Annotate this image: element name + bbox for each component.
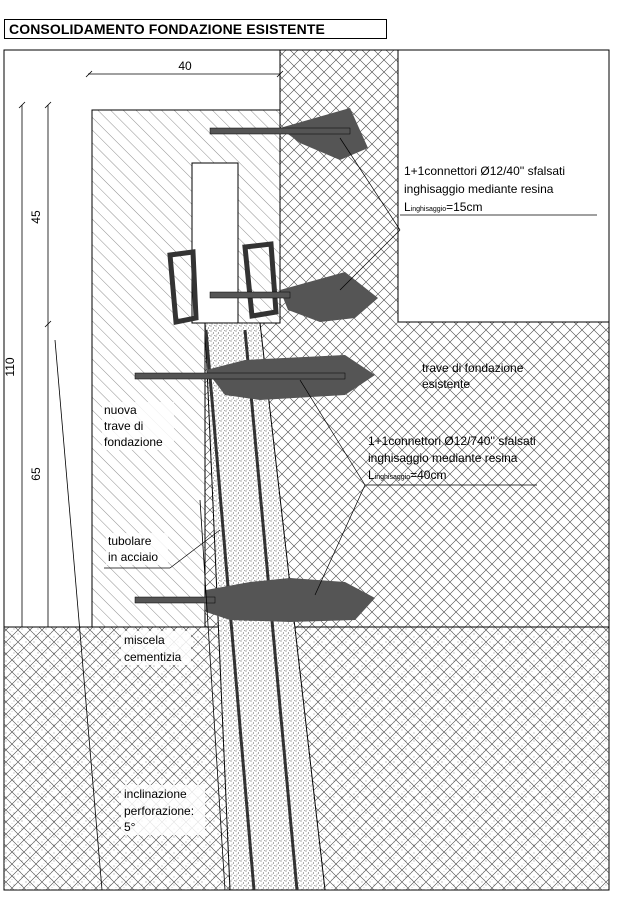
leader-lower-a xyxy=(299,379,366,486)
miscela-line2: cementizia xyxy=(124,650,182,664)
dimension-110 xyxy=(18,101,26,627)
bracket-left xyxy=(167,249,199,325)
connettori-upper-line3: Linghisaggio=15cm xyxy=(404,200,482,214)
connettori-upper-line2: inghisaggio mediante resina xyxy=(404,182,554,196)
tubolare-bg xyxy=(106,533,168,565)
dimension-45-65 xyxy=(44,101,52,627)
miscela-line1: miscela xyxy=(124,633,165,647)
tubolare-line1: tubolare xyxy=(108,534,152,548)
leader-tubolare xyxy=(169,529,221,569)
connector-bar-4 xyxy=(134,596,216,604)
title-box: CONSOLIDAMENTO FONDAZIONE ESISTENTE xyxy=(4,19,387,39)
nuova-trave-bg xyxy=(102,402,174,450)
connector-bar-1 xyxy=(209,127,351,135)
dim-40-label: 40 xyxy=(178,59,192,73)
inclinazione-line2: perforazione: xyxy=(124,804,194,818)
l-prefix: L xyxy=(404,200,411,214)
resin-blob-4 xyxy=(206,578,375,622)
l-prefix: L xyxy=(368,468,375,482)
nuova-trave-line3: fondazione xyxy=(104,435,163,449)
trave-esistente-line2: esistente xyxy=(422,377,470,391)
connettori-lower-line1: 1+1connettori Ø12/740'' sfalsati xyxy=(368,434,536,448)
inclination-line-inner xyxy=(199,499,226,891)
dim-110-label: 110 xyxy=(3,357,17,376)
connettori-lower-line3: Linghisaggio=40cm xyxy=(368,468,446,482)
inclinazione-line3: 5° xyxy=(124,820,136,834)
tubolare-line2: in acciaio xyxy=(108,550,158,564)
connettori-upper-line1: 1+1connettori Ø12/40'' sfalsati xyxy=(404,164,565,178)
dim-65-label: 65 xyxy=(29,467,43,481)
beam-void xyxy=(191,162,239,324)
l-subscript: inghisaggio xyxy=(411,206,447,213)
nuova-trave-line1: nuova xyxy=(104,403,137,417)
trave-esistente-line1: trave di fondazione xyxy=(422,361,524,375)
resin-blob-2 xyxy=(280,272,378,322)
inclinazione-line1: inclinazione xyxy=(124,787,187,801)
miscela-bg xyxy=(121,631,191,665)
l-value: =15cm xyxy=(446,200,482,214)
page-title: CONSOLIDAMENTO FONDAZIONE ESISTENTE xyxy=(9,21,325,37)
connector-bar-3 xyxy=(134,372,346,380)
l-value: =40cm xyxy=(410,468,446,482)
connettori-lower-line2: inghisaggio mediante resina xyxy=(368,451,518,465)
leader-lower-b xyxy=(314,484,366,596)
connector-bar-2 xyxy=(209,291,291,299)
l-subscript: inghisaggio xyxy=(375,474,411,481)
dimension-40 xyxy=(85,70,284,78)
dim-45-label: 45 xyxy=(29,210,43,224)
leader-upper-b xyxy=(339,229,401,291)
inclination-line-outer xyxy=(54,339,103,891)
leader-upper-a xyxy=(339,137,401,231)
nuova-trave-line2: trave di xyxy=(104,419,143,433)
inclinazione-bg xyxy=(121,785,205,835)
